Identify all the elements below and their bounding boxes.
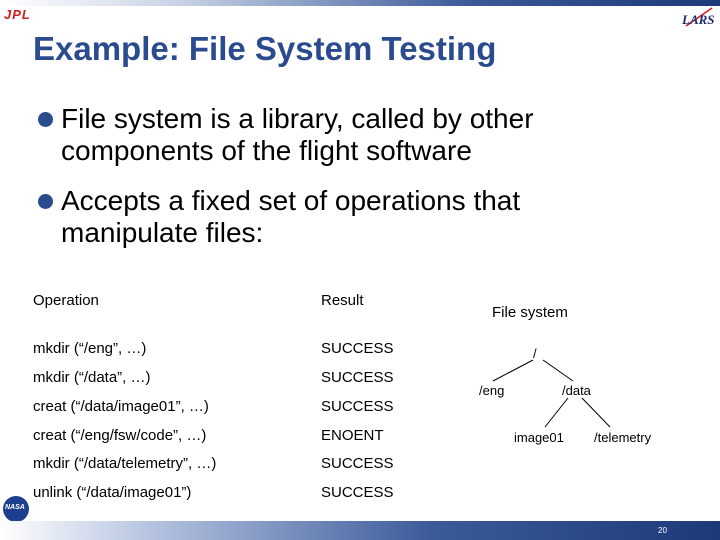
jpl-logo: JPL (4, 7, 31, 22)
tree-edge-root-data (542, 359, 574, 382)
bullet-1-line-2: components of the flight software (61, 135, 472, 166)
table-row-operation: unlink (“/data/image01”) (33, 484, 192, 501)
table-header-operation: Operation (33, 292, 99, 309)
table-row-result: SUCCESS (321, 455, 394, 472)
tree-edge-data-image (544, 397, 569, 428)
table-row-operation: mkdir (“/eng”, …) (33, 340, 147, 357)
nasa-logo-text: NASA (5, 504, 25, 511)
page-number: 20 (658, 526, 667, 535)
bullet-dot-icon (38, 194, 53, 209)
bottom-gradient-bar (0, 521, 720, 540)
table-row-operation: mkdir (“/data/telemetry”, …) (33, 455, 217, 472)
table-header-result: Result (321, 292, 364, 309)
tree-node-telemetry: /telemetry (594, 430, 652, 445)
slide-title: Example: File System Testing (33, 30, 497, 67)
file-system-label: File system (492, 304, 568, 321)
nasa-logo: NASA (3, 496, 29, 522)
tree-node-eng: /eng (479, 383, 505, 398)
table-row-operation: creat (“/eng/fsw/code”, …) (33, 427, 207, 444)
tree-edge-data-telemetry (581, 397, 611, 428)
table-row-result: SUCCESS (321, 484, 394, 501)
tree-edge-root-eng (492, 359, 534, 382)
lars-swoosh-icon (685, 7, 713, 27)
tree-node-root: / (533, 346, 537, 361)
bullet-2-line-1: Accepts a fixed set of operations that (61, 185, 521, 216)
table-row-result: ENOENT (321, 427, 384, 444)
table-row-operation: mkdir (“/data”, …) (33, 369, 151, 386)
bullet-dot-icon (38, 112, 53, 127)
table-row-result: SUCCESS (321, 340, 394, 357)
tree-node-data: /data (562, 383, 591, 398)
bullet-1-line-1: File system is a library, called by othe… (61, 103, 534, 134)
table-row-operation: creat (“/data/image01”, …) (33, 398, 209, 415)
tree-node-image01: image01 (514, 430, 564, 445)
table-row-result: SUCCESS (321, 369, 394, 386)
top-gradient-bar (0, 0, 720, 6)
lars-logo: LARS (682, 12, 715, 27)
table-row-result: SUCCESS (321, 398, 394, 415)
bullet-2-line-2: manipulate files: (61, 217, 264, 248)
